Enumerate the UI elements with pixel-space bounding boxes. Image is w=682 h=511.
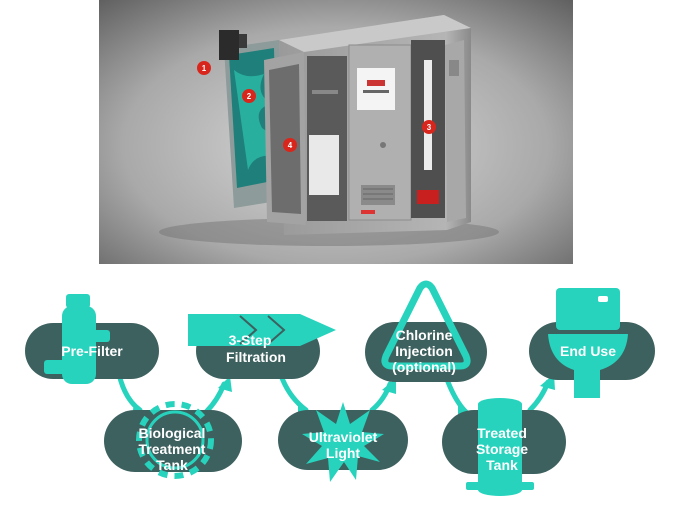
chlorine-label-line3: (optional) [392, 359, 456, 375]
vent-grille [361, 185, 395, 205]
step-chlorine-injection: Chlorine Injection (optional) [365, 280, 487, 382]
pre-filter-housing [219, 30, 239, 60]
uv-starburst-icon [302, 402, 384, 482]
marker-2: 2 [242, 89, 256, 103]
filtration-label-line1: 3-Step [229, 332, 272, 348]
storage-tank-icon [466, 398, 534, 496]
storage-label-line2: Storage [476, 441, 528, 457]
pre-filter-icon [44, 294, 110, 384]
filtration-arrow-icon [188, 314, 336, 346]
storage-label-line3: Tank [486, 457, 518, 473]
svg-text:2: 2 [247, 92, 252, 101]
marker-4: 4 [283, 138, 297, 152]
gear-icon [136, 401, 214, 479]
pre-filter-label: Pre-Filter [61, 343, 123, 359]
uv-label-line2: Light [326, 445, 361, 461]
system-photo: 1 2 3 4 [99, 0, 573, 264]
arrow-chlorine-to-storage [445, 379, 469, 415]
step-ultraviolet-light: Ultraviolet Light [278, 402, 408, 482]
storage-label-line1: Treated [477, 425, 527, 441]
chlorine-label-line1: Chlorine [396, 327, 453, 343]
end-use-label: End Use [560, 343, 616, 359]
bio-label-line3: Tank [156, 457, 188, 473]
step-3-step-filtration: 3-Step Filtration [188, 314, 336, 379]
uv-lamp [424, 60, 432, 170]
marker-1: 1 [197, 61, 211, 75]
chlorine-triangle-icon [381, 280, 471, 370]
svg-text:4: 4 [288, 141, 293, 150]
step-biological-treatment: Biological Treatment Tank [104, 401, 242, 479]
svg-text:1: 1 [202, 64, 207, 73]
brand-plate [357, 68, 395, 110]
bio-label-line1: Biological [139, 425, 206, 441]
uv-label-line1: Ultraviolet [309, 429, 378, 445]
treatment-cabinet [264, 15, 471, 235]
step-treated-storage-tank: Treated Storage Tank [442, 398, 566, 496]
bio-label-line2: Treatment [139, 441, 206, 457]
step-pre-filter: Pre-Filter [25, 294, 159, 384]
chlorine-label-line2: Injection [395, 343, 453, 359]
marker-3: 3 [422, 120, 436, 134]
filter-cartridge [309, 135, 339, 195]
step-end-use: End Use [529, 288, 655, 398]
pump [417, 190, 439, 204]
filtration-label-line2: Filtration [226, 349, 286, 365]
svg-text:3: 3 [427, 123, 432, 132]
arrow-filtration-to-uv [279, 375, 309, 413]
